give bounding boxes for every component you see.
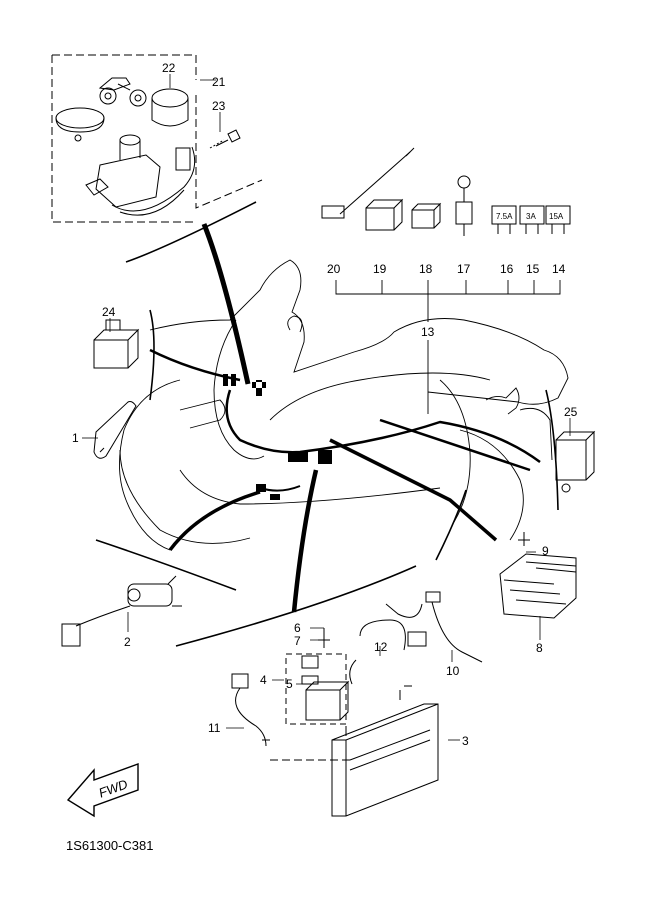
callout-8: 8 <box>536 641 543 655</box>
callout-3: 3 <box>462 734 469 748</box>
part-3-battery <box>331 685 439 817</box>
callout-14: 14 <box>552 262 566 276</box>
callout-22: 22 <box>162 61 176 75</box>
callout-19: 19 <box>373 262 387 276</box>
callout-10: 10 <box>446 664 460 678</box>
callout-9: 9 <box>542 544 549 558</box>
callout-23: 23 <box>212 99 226 113</box>
callout-4: 4 <box>260 673 267 687</box>
fuse-rating-3a: 3A <box>526 212 536 221</box>
callout-16: 16 <box>500 262 514 276</box>
main-switch-lock-set <box>51 54 263 223</box>
part-8-rectifier <box>499 532 577 619</box>
part-10-12-leads <box>349 591 483 685</box>
fuse-rating-15a: 15A <box>549 212 564 221</box>
callout-13: 13 <box>421 325 435 339</box>
fuse-rating-7-5a: 7.5A <box>496 212 513 221</box>
leader-lines <box>82 74 571 741</box>
part-4-starter-relay <box>285 628 350 725</box>
callout-2: 2 <box>124 635 131 649</box>
bracket-13 <box>335 280 561 414</box>
part-2-sensor <box>61 575 182 647</box>
callout-21: 21 <box>212 75 226 89</box>
reference-code: 1S61300-C381 <box>66 838 154 853</box>
callout-11: 11 <box>208 721 221 735</box>
motorcycle-outline <box>119 259 569 551</box>
part-24-relay <box>93 319 140 369</box>
wire-harness <box>149 223 541 613</box>
fwd-label: FWD <box>97 776 130 800</box>
callout-1: 1 <box>72 431 79 445</box>
callout-6: 6 <box>294 621 301 635</box>
callout-24: 24 <box>102 305 116 319</box>
callout-12: 12 <box>374 640 388 654</box>
fwd-arrow <box>66 763 139 818</box>
part-1-cover <box>93 401 137 459</box>
callout-17: 17 <box>457 262 471 276</box>
harness-connectors <box>223 374 332 500</box>
part-11-lead <box>231 673 350 761</box>
callout-20: 20 <box>327 262 341 276</box>
parts-row-relays-fuses <box>321 147 571 236</box>
callout-15: 15 <box>526 262 540 276</box>
callout-25: 25 <box>564 405 578 419</box>
callout-5: 5 <box>286 677 293 691</box>
part-25-flasher <box>555 430 596 493</box>
section-boundaries <box>95 201 559 647</box>
callout-18: 18 <box>419 262 433 276</box>
callout-7: 7 <box>294 634 301 648</box>
